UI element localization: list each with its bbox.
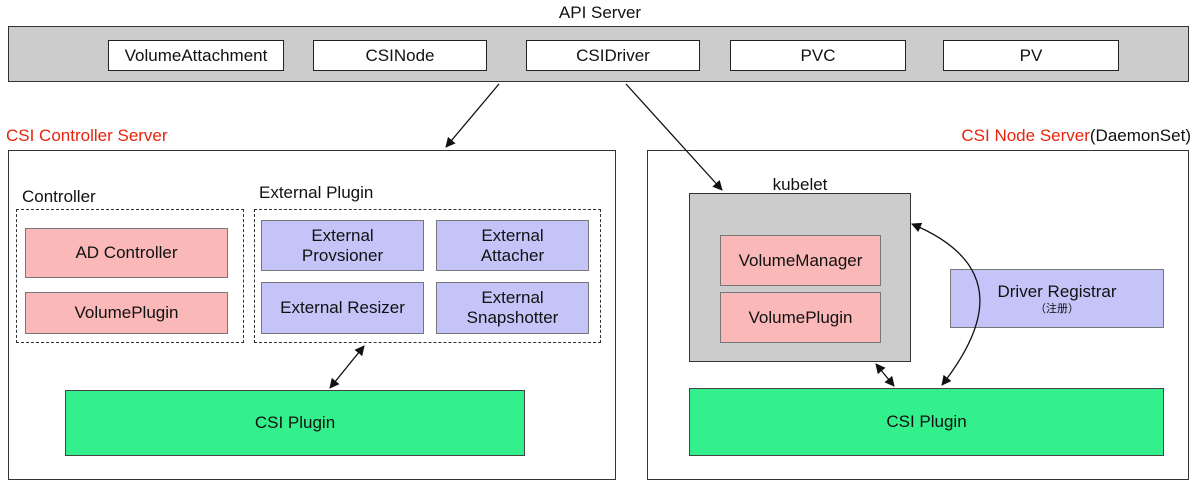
volumemanager-box: VolumeManager — [720, 235, 881, 286]
resource-csidriver: CSIDriver — [526, 40, 700, 71]
driver-registrar-label: Driver Registrar — [997, 281, 1117, 301]
external-provisioner-line2: Provsioner — [301, 245, 384, 265]
resource-volumeattachment: VolumeAttachment — [108, 40, 284, 71]
external-attacher-box: External Attacher — [436, 220, 589, 271]
controller-csi-plugin-box: CSI Plugin — [65, 390, 525, 456]
external-snapshotter-box: External Snapshotter — [436, 282, 589, 334]
external-attacher-line1: External — [481, 225, 544, 245]
resource-pvc: PVC — [730, 40, 906, 71]
node-server-title: CSI Node Server(DaemonSet) — [961, 126, 1191, 146]
api-server-title: API Server — [558, 3, 642, 22]
driver-registrar-box: Driver Registrar （注册） — [950, 269, 1164, 328]
arrow-api-to-controller — [445, 83, 500, 148]
controller-volumeplugin-box: VolumePlugin — [25, 292, 228, 334]
external-plugin-group-label: External Plugin — [259, 183, 374, 202]
external-provisioner-line1: External — [311, 225, 374, 245]
external-attacher-line2: Attacher — [480, 245, 545, 265]
driver-registrar-sublabel: （注册） — [1035, 302, 1079, 315]
controller-server-title: CSI Controller Server — [6, 126, 168, 145]
resource-csinode: CSINode — [313, 40, 487, 71]
external-provisioner-box: External Provsioner — [261, 220, 424, 271]
arrow-external-plugin-csi-plugin — [329, 345, 365, 389]
external-plugin-group — [254, 209, 601, 343]
controller-group-label: Controller — [22, 187, 96, 206]
external-resizer-box: External Resizer — [261, 282, 424, 334]
arrow-kubelet-csi-plugin-curve — [911, 222, 981, 386]
arrow-api-to-kubelet — [625, 83, 723, 191]
node-csi-plugin-box: CSI Plugin — [689, 388, 1164, 456]
external-resizer-line1: External Resizer — [280, 298, 405, 317]
node-server-title-suffix: (DaemonSet) — [1089, 126, 1191, 145]
arrow-kubelet-csi-plugin — [875, 363, 895, 387]
node-server-title-main: CSI Node Server — [961, 126, 1090, 145]
external-snapshotter-line2: Snapshotter — [466, 308, 559, 327]
external-snapshotter-line1: External — [481, 288, 544, 307]
ad-controller-box: AD Controller — [25, 228, 228, 278]
resource-pv: PV — [943, 40, 1119, 71]
kubelet-label: kubelet — [772, 175, 828, 194]
node-volumeplugin-box: VolumePlugin — [720, 292, 881, 343]
controller-group — [16, 209, 244, 343]
